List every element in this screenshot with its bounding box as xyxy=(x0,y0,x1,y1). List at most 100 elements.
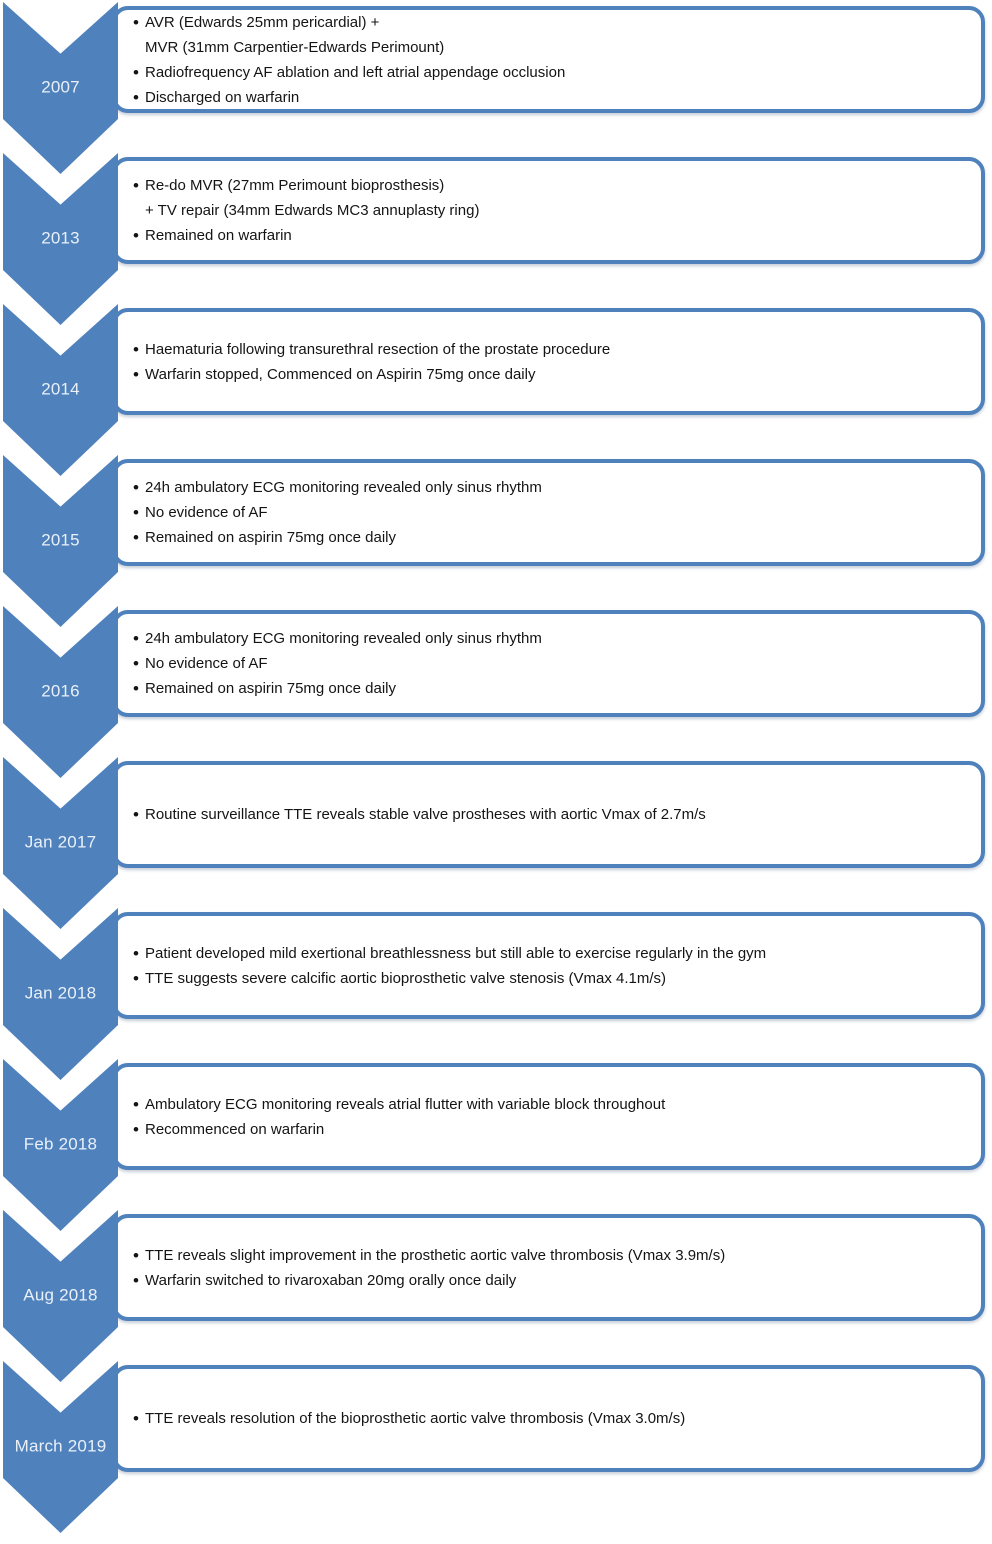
list-item: • Remained on aspirin 75mg once daily xyxy=(133,525,961,550)
year-label: 2007 xyxy=(41,77,80,97)
list-item: • TTE reveals slight improvement in the … xyxy=(133,1243,961,1268)
event-box-content: • 24h ambulatory ECG monitoring revealed… xyxy=(116,614,981,713)
year-chevron-icon: Jan 2017 xyxy=(3,757,118,929)
event-text: Warfarin stopped, Commenced on Aspirin 7… xyxy=(145,365,536,383)
bullet-icon: • xyxy=(133,339,139,359)
bullet-icon: • xyxy=(133,629,139,648)
list-item: • Radiofrequency AF ablation and left at… xyxy=(133,60,961,85)
bullet-icon: • xyxy=(133,478,139,497)
year-label: 2014 xyxy=(41,379,80,399)
year-chevron-icon: 2013 xyxy=(3,153,118,325)
year-chevron-icon: 2014 xyxy=(3,304,118,476)
list-item: • 24h ambulatory ECG monitoring revealed… xyxy=(133,475,961,500)
bullet-icon: • xyxy=(133,528,139,547)
list-item: • Remained on warfarin xyxy=(133,223,961,248)
event-text: Patient developed mild exertional breath… xyxy=(145,944,767,962)
event-text: No evidence of AF xyxy=(145,655,268,672)
year-label: 2015 xyxy=(41,530,80,550)
event-text: 24h ambulatory ECG monitoring revealed o… xyxy=(145,479,542,496)
event-box: • TTE reveals slight improvement in the … xyxy=(112,1214,985,1321)
event-box-content: • Haematuria following transurethral res… xyxy=(116,312,981,411)
timeline-block-jan-2017: • Routine surveillance TTE reveals stabl… xyxy=(0,755,992,929)
list-item: • No evidence of AF xyxy=(133,500,961,525)
event-text: Recommenced on warfarin xyxy=(145,1120,325,1138)
year-chevron-icon: March 2019 xyxy=(3,1361,118,1533)
event-box: • TTE reveals resolution of the bioprost… xyxy=(112,1365,985,1472)
event-box-content: • Routine surveillance TTE reveals stabl… xyxy=(116,765,981,864)
timeline-block-feb-2018: • Ambulatory ECG monitoring reveals atri… xyxy=(0,1057,992,1231)
event-box-content: • 24h ambulatory ECG monitoring revealed… xyxy=(116,463,981,562)
list-item: • Warfarin stopped, Commenced on Aspirin… xyxy=(133,362,961,387)
event-text: Re-do MVR (27mm Perimount bioprosthesis) xyxy=(145,177,445,194)
list-item: • Discharged on warfarin xyxy=(133,85,961,110)
bullet-icon: • xyxy=(133,226,139,245)
bullet-icon: • xyxy=(133,62,139,82)
event-text: TTE suggests severe calcific aortic biop… xyxy=(145,969,667,987)
year-chevron-icon: 2016 xyxy=(3,606,118,778)
event-box-content: • TTE reveals slight improvement in the … xyxy=(116,1218,981,1317)
year-chevron-icon: Feb 2018 xyxy=(3,1059,118,1231)
list-item: • AVR (Edwards 25mm pericardial) + MVR (… xyxy=(133,10,961,60)
year-chevron-icon: 2007 xyxy=(3,2,118,174)
timeline-block-march-2019: • TTE reveals resolution of the bioprost… xyxy=(0,1359,992,1544)
event-box-content: • TTE reveals resolution of the bioprost… xyxy=(116,1369,981,1468)
event-box-content: • AVR (Edwards 25mm pericardial) + MVR (… xyxy=(116,10,981,109)
timeline-block-aug-2018: • TTE reveals slight improvement in the … xyxy=(0,1208,992,1382)
timeline-block-2016: • 24h ambulatory ECG monitoring revealed… xyxy=(0,604,992,778)
event-box-content: • Ambulatory ECG monitoring reveals atri… xyxy=(116,1067,981,1166)
bullet-icon: • xyxy=(133,364,139,384)
year-chevron-icon: Aug 2018 xyxy=(3,1210,118,1382)
year-label: March 2019 xyxy=(14,1436,107,1456)
timeline-block-2015: • 24h ambulatory ECG monitoring revealed… xyxy=(0,453,992,627)
event-text: + TV repair (34mm Edwards MC3 annuplasty… xyxy=(145,202,480,219)
bullet-icon: • xyxy=(133,176,139,195)
event-box-content: • Re-do MVR (27mm Perimount bioprosthesi… xyxy=(116,161,981,260)
year-label: 2013 xyxy=(41,228,80,248)
event-text: Discharged on warfarin xyxy=(145,88,300,106)
event-box: • Routine surveillance TTE reveals stabl… xyxy=(112,761,985,868)
list-item: • Haematuria following transurethral res… xyxy=(133,337,961,362)
timeline-block-2007: • AVR (Edwards 25mm pericardial) + MVR (… xyxy=(0,0,992,174)
bullet-icon: • xyxy=(133,1245,139,1265)
event-text: Haematuria following transurethral resec… xyxy=(145,340,611,358)
year-chevron-icon: Jan 2018 xyxy=(3,908,118,1080)
year-label: Feb 2018 xyxy=(23,1134,98,1154)
event-text: AVR (Edwards 25mm pericardial) + xyxy=(145,13,380,31)
event-box: • 24h ambulatory ECG monitoring revealed… xyxy=(112,610,985,717)
event-text: Ambulatory ECG monitoring reveals atrial… xyxy=(145,1095,666,1113)
bullet-icon: • xyxy=(133,1119,139,1139)
bullet-icon: • xyxy=(133,968,139,988)
year-label: Jan 2017 xyxy=(24,832,97,852)
bullet-icon: • xyxy=(133,654,139,673)
list-item: • Routine surveillance TTE reveals stabl… xyxy=(133,802,961,827)
bullet-icon: • xyxy=(133,1409,139,1428)
bullet-icon: • xyxy=(133,1094,139,1114)
timeline-block-2013: • Re-do MVR (27mm Perimount bioprosthesi… xyxy=(0,151,992,325)
bullet-icon: • xyxy=(133,679,139,698)
list-item: • Patient developed mild exertional brea… xyxy=(133,941,961,966)
list-item: • TTE suggests severe calcific aortic bi… xyxy=(133,966,961,991)
bullet-icon: • xyxy=(133,503,139,522)
event-box: • Patient developed mild exertional brea… xyxy=(112,912,985,1019)
event-text: Remained on aspirin 75mg once daily xyxy=(145,529,396,546)
year-label: Jan 2018 xyxy=(24,983,97,1003)
list-item: • TTE reveals resolution of the bioprost… xyxy=(133,1406,961,1431)
event-text: TTE reveals resolution of the bioprosthe… xyxy=(145,1410,686,1427)
event-box: • Re-do MVR (27mm Perimount bioprosthesi… xyxy=(112,157,985,264)
event-text: Remained on aspirin 75mg once daily xyxy=(145,680,396,697)
year-label: Aug 2018 xyxy=(23,1285,98,1305)
event-text: Radiofrequency AF ablation and left atri… xyxy=(145,63,566,81)
timeline-block-2014: • Haematuria following transurethral res… xyxy=(0,302,992,476)
list-item: • Recommenced on warfarin xyxy=(133,1117,961,1142)
event-box: • Haematuria following transurethral res… xyxy=(112,308,985,415)
event-box-content: • Patient developed mild exertional brea… xyxy=(116,916,981,1015)
list-item: • Re-do MVR (27mm Perimount bioprosthesi… xyxy=(133,173,961,223)
list-item: • Ambulatory ECG monitoring reveals atri… xyxy=(133,1092,961,1117)
bullet-icon: • xyxy=(133,12,139,32)
event-text: TTE reveals slight improvement in the pr… xyxy=(145,1246,726,1264)
event-text: MVR (31mm Carpentier-Edwards Perimount) xyxy=(145,38,445,56)
event-text: 24h ambulatory ECG monitoring revealed o… xyxy=(145,630,542,647)
event-text: Remained on warfarin xyxy=(145,227,292,244)
timeline-block-jan-2018: • Patient developed mild exertional brea… xyxy=(0,906,992,1080)
